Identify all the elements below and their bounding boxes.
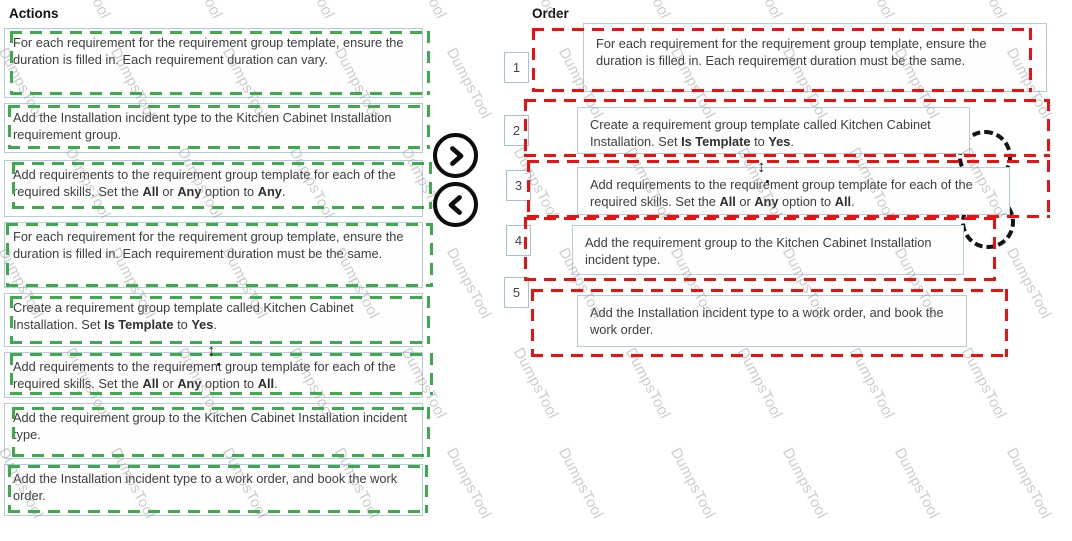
action-item-text: Add the Installation incident type to th…	[13, 110, 392, 142]
order-slot-text: Create a requirement group template call…	[590, 117, 931, 149]
watermark-text: DumpsTool	[957, 345, 1010, 422]
action-item-3[interactable]: Add requirements to the requirement grou…	[4, 160, 423, 217]
action-item-2[interactable]: Add the Installation incident type to th…	[4, 103, 423, 153]
watermark-text: DumpsTool	[509, 345, 562, 422]
watermark-text: DumpsTool	[890, 445, 943, 522]
move-left-button[interactable]	[433, 182, 478, 227]
watermark-text: DumpsTool	[174, 0, 226, 22]
watermark-text: DumpsTool	[442, 245, 495, 322]
action-item-8[interactable]: Add the Installation incident type to a …	[4, 464, 423, 516]
order-slot-3[interactable]: Add requirements to the requirement grou…	[577, 167, 1010, 215]
watermark-text: DumpsTool	[0, 0, 1, 22]
action-item-text: Add the Installation incident type to a …	[13, 471, 398, 503]
action-item-text: Create a requirement group template call…	[13, 300, 354, 332]
order-slot-1[interactable]: For each requirement for the requirement…	[583, 23, 1047, 92]
chevron-right-icon	[444, 144, 468, 168]
action-item-text: Add requirements to the requirement grou…	[13, 167, 396, 199]
order-column-header: Order	[532, 6, 569, 21]
watermark-text: DumpsTool	[846, 0, 898, 22]
order-number-1: 1	[504, 52, 529, 83]
watermark-text: DumpsTool	[622, 0, 674, 22]
order-slot-text: Add the Installation incident type to a …	[590, 305, 944, 337]
watermark-text: DumpsTool	[442, 45, 495, 122]
watermark-text: DumpsTool	[554, 445, 607, 522]
action-item-6[interactable]: Add requirements to the requirement grou…	[4, 352, 423, 398]
watermark-text: DumpsTool	[621, 345, 674, 422]
watermark-text: DumpsTool	[398, 0, 450, 22]
order-slot-text: For each requirement for the requirement…	[596, 36, 987, 68]
watermark-text: DumpsTool	[286, 0, 338, 22]
watermark-text: DumpsTool	[1002, 445, 1055, 522]
move-right-button[interactable]	[433, 133, 478, 178]
watermark-text: DumpsTool	[958, 0, 1010, 22]
order-slot-text: Add requirements to the requirement grou…	[590, 177, 973, 209]
watermark-text: DumpsTool	[0, 345, 1, 422]
order-number-3: 3	[506, 170, 531, 201]
action-item-text: Add requirements to the requirement grou…	[13, 359, 396, 391]
order-slot-5[interactable]: Add the Installation incident type to a …	[577, 295, 967, 347]
watermark-text: DumpsTool	[666, 445, 719, 522]
action-item-5[interactable]: Create a requirement group template call…	[4, 293, 423, 347]
action-item-text: Add the requirement group to the Kitchen…	[13, 410, 408, 442]
action-item-7[interactable]: Add the requirement group to the Kitchen…	[4, 403, 423, 459]
order-slot-4[interactable]: Add the requirement group to the Kitchen…	[572, 225, 964, 275]
watermark-text: DumpsTool	[62, 0, 114, 22]
watermark-text: DumpsTool	[442, 445, 495, 522]
order-slot-text: Add the requirement group to the Kitchen…	[585, 235, 932, 267]
watermark-text: DumpsTool	[733, 345, 786, 422]
action-item-text: For each requirement for the requirement…	[13, 35, 404, 67]
watermark-text: DumpsTool	[778, 445, 831, 522]
watermark-text: DumpsTool	[734, 0, 786, 22]
chevron-left-icon	[444, 193, 468, 217]
watermark-text: DumpsTool	[845, 345, 898, 422]
action-item-4[interactable]: For each requirement for the requirement…	[4, 222, 423, 288]
order-number-4: 4	[506, 225, 531, 256]
order-number-5: 5	[504, 277, 529, 308]
watermark-text: DumpsTool	[0, 145, 1, 222]
actions-column-header: Actions	[9, 6, 59, 21]
watermark-text: DumpsTool	[1002, 245, 1055, 322]
order-slot-2[interactable]: Create a requirement group template call…	[577, 107, 970, 154]
action-item-text: For each requirement for the requirement…	[13, 229, 404, 261]
order-number-2: 2	[504, 115, 529, 146]
action-item-1[interactable]: For each requirement for the requirement…	[4, 28, 423, 98]
